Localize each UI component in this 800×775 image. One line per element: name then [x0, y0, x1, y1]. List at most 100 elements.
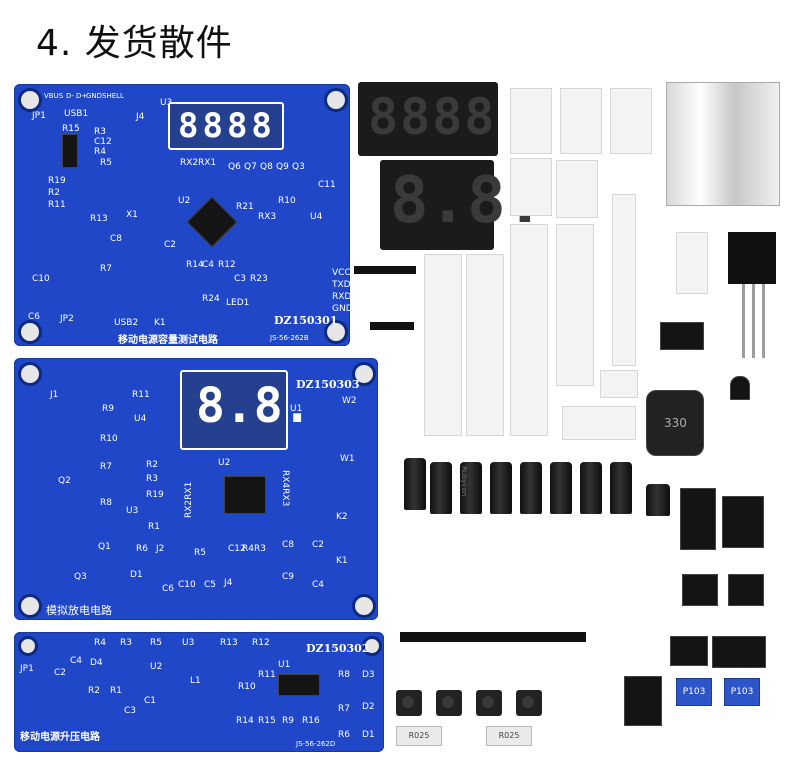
silk-label: U3 — [160, 98, 173, 108]
silk-label: J1 — [50, 390, 59, 400]
silk-label: R8 — [338, 670, 350, 680]
silk-label: R11 — [48, 200, 66, 210]
silk-label: U3 — [126, 506, 139, 516]
board-code: DZ150301 — [274, 314, 338, 327]
silk-label: C1 — [144, 696, 157, 706]
smd-component-tape — [610, 88, 652, 154]
silk-label: VBUS — [44, 92, 64, 100]
pcb-board-boost: R4 R3 R5 U3 R13 R12 DZ150302 JP1 C4 D4 U… — [14, 632, 384, 752]
silk-label: C12 — [94, 137, 112, 147]
silk-label: R1 — [110, 686, 122, 696]
inductor-marking: 330 — [664, 416, 687, 430]
electrolytic-capacitor — [404, 458, 426, 510]
two-digit-led-display: 8.8. — [380, 160, 544, 250]
silk-label: D3 — [362, 670, 375, 680]
pin-label: GND — [332, 304, 353, 314]
silk-label: R10 — [238, 682, 256, 692]
mounting-hole — [324, 320, 348, 344]
silk-label: K1 — [154, 318, 166, 328]
silk-label: RX1 — [198, 158, 217, 168]
silk-label: C2 — [54, 668, 67, 678]
silk-label: R5 — [100, 158, 112, 168]
silk-label: R16 — [302, 716, 320, 726]
silk-label: R21 — [236, 202, 254, 212]
silk-label: R10 — [100, 434, 118, 444]
smd-component-tape — [466, 254, 504, 436]
silk-label: R13 — [90, 214, 108, 224]
silk-label: R5 — [194, 548, 206, 558]
mounting-hole — [352, 594, 376, 618]
silk-label: JP2 — [60, 314, 74, 324]
silk-label: RX2RX1 — [184, 481, 194, 518]
voltage-regulator-to220 — [728, 232, 776, 284]
silk-label: K1 — [336, 556, 348, 566]
display-digits: 8.8. — [196, 378, 312, 434]
silk-label: D- — [66, 92, 74, 100]
smd-component-tape — [560, 88, 602, 154]
pin-header — [354, 266, 416, 274]
pcb-board-capacity-tester: VBUS D- D+ GND SHELL JP1 USB1 R15 U3 888… — [14, 84, 353, 346]
electrolytic-capacitor — [490, 462, 512, 514]
chip-component — [62, 134, 78, 168]
tactile-button — [516, 690, 542, 716]
smd-component-tape — [600, 370, 638, 398]
silk-label: RX2 — [180, 158, 199, 168]
electrolytic-capacitor — [460, 462, 482, 514]
silk-label: C2 — [312, 540, 325, 550]
silk-label: R14 — [236, 716, 254, 726]
silk-label: C4 — [202, 260, 215, 270]
silk-label: C6 — [28, 312, 41, 322]
silk-label: C10 — [178, 580, 196, 590]
silk-label: U4 — [310, 212, 323, 222]
silk-label: C2 — [164, 240, 177, 250]
board-version: JS-56-262D — [296, 740, 336, 748]
electrolytic-capacitor — [520, 462, 542, 514]
silk-label: Q1 — [98, 542, 111, 552]
capacitor-brand: Rubycon — [460, 466, 468, 497]
power-inductor — [646, 390, 704, 456]
transistor-to92 — [730, 376, 750, 400]
smd-component-tape — [510, 224, 548, 436]
silk-label: R1 — [148, 522, 160, 532]
smd-component-tape — [424, 254, 462, 436]
microcontroller-chip — [186, 196, 238, 248]
electrolytic-capacitor — [550, 462, 572, 514]
shunt-resistor: R025 — [486, 726, 532, 746]
silk-label: R6 — [136, 544, 148, 554]
mounting-hole — [18, 594, 42, 618]
silk-label: C9 — [282, 572, 295, 582]
mounting-hole — [18, 362, 42, 386]
silk-label: R9 — [282, 716, 294, 726]
silk-label: C6 — [162, 584, 175, 594]
silk-label: USB2 — [114, 318, 139, 328]
board-version: JS-56-262B — [270, 334, 309, 342]
silk-label: R2 — [88, 686, 100, 696]
silk-label: R14 — [186, 260, 204, 270]
silk-label: R4 — [242, 544, 254, 554]
silk-label: SHELL — [102, 92, 124, 100]
silk-label: D1 — [130, 570, 143, 580]
silk-label: R3 — [146, 474, 158, 484]
electrolytic-capacitor — [646, 484, 670, 516]
silk-label: D2 — [362, 702, 375, 712]
qfp-chip — [728, 574, 764, 606]
silk-label: R8 — [100, 498, 112, 508]
soic-chip — [660, 322, 704, 350]
silk-label: R12 — [252, 638, 270, 648]
silk-label: R3 — [254, 544, 266, 554]
mounting-hole — [362, 636, 382, 656]
silk-label: Q9 — [276, 162, 289, 172]
pin-label: RXD — [332, 292, 352, 302]
pin-label: VCC — [332, 268, 351, 278]
silk-label: R13 — [220, 638, 238, 648]
silk-label: C10 — [32, 274, 50, 284]
display-digits: 8888 — [368, 88, 497, 146]
silk-label: U4 — [134, 414, 147, 424]
electrolytic-capacitor — [610, 462, 632, 514]
silk-label: K2 — [336, 512, 348, 522]
silk-label: USB1 — [64, 109, 89, 119]
silk-label: C8 — [282, 540, 295, 550]
component-lead — [752, 284, 755, 358]
silk-label: D4 — [90, 658, 103, 668]
silk-label: U3 — [182, 638, 195, 648]
